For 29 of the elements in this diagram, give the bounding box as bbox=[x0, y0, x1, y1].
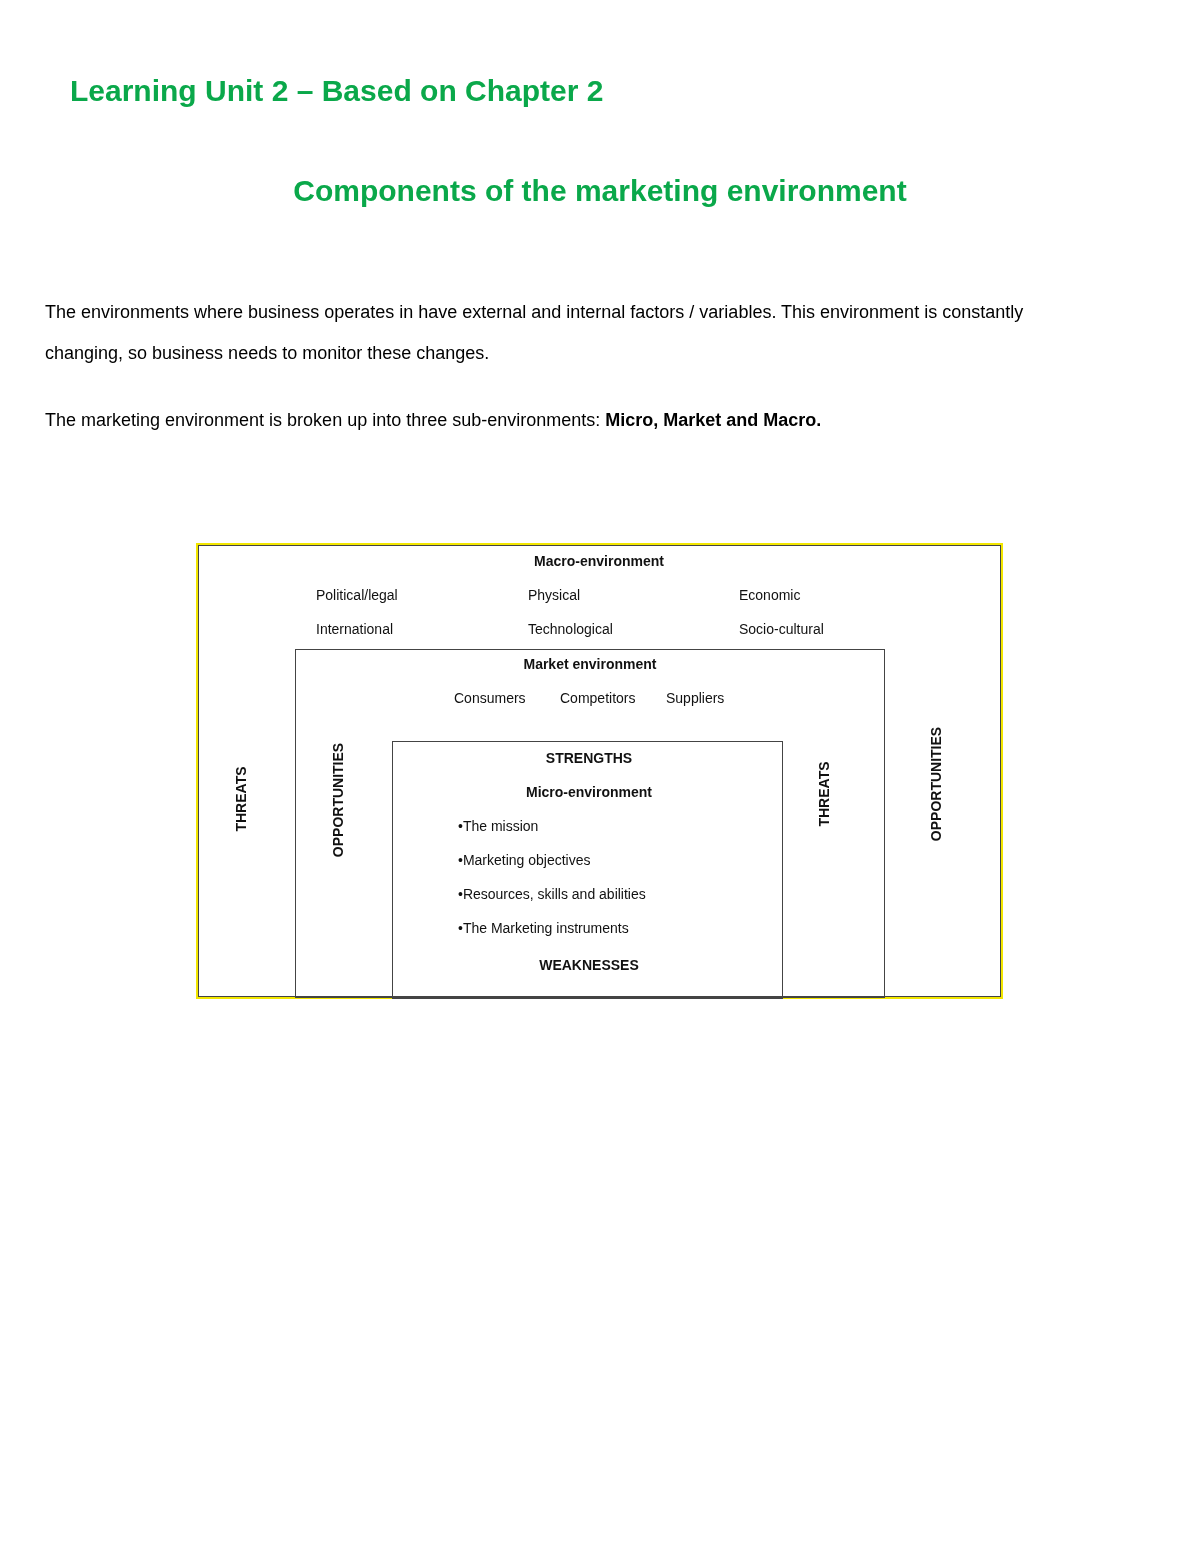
item-text: Socio-cultural bbox=[739, 621, 824, 637]
section-heading: Components of the marketing environment bbox=[292, 174, 908, 208]
side-label: OPPORTUNITIES bbox=[330, 742, 346, 858]
item-text: International bbox=[316, 621, 394, 637]
page-title: Learning Unit 2 – Based on Chapter 2 bbox=[70, 74, 604, 108]
environment-box bbox=[295, 649, 885, 998]
side-label: THREATS bbox=[816, 761, 832, 827]
item-text: Physical bbox=[528, 587, 581, 603]
box-heading: STRENGTHS bbox=[545, 750, 633, 766]
side-label: OPPORTUNITIES bbox=[928, 726, 944, 842]
box-heading: Macro-environment bbox=[534, 553, 664, 569]
item-text: Competitors bbox=[560, 690, 636, 706]
box-heading: WEAKNESSES bbox=[539, 957, 639, 973]
item-text: Consumers bbox=[454, 690, 526, 706]
item-text: Political/legal bbox=[316, 587, 398, 603]
item-text: Suppliers bbox=[666, 690, 725, 706]
environment-box bbox=[392, 741, 783, 999]
item-text: Technological bbox=[528, 621, 613, 637]
item-text: •Marketing objectives bbox=[458, 852, 591, 868]
box-heading: Micro-environment bbox=[526, 784, 652, 800]
box-heading: Market environment bbox=[523, 656, 657, 672]
item-text: •The mission bbox=[458, 818, 539, 834]
paragraph: The marketing environment is broken up into three sub-environments: Micro, Market and Macro. bbox=[45, 409, 823, 432]
paragraph: The environments where business operates in have external and internal factors / variables. This environment is constantly changing, so business needs to monitor these changes. bbox=[45, 301, 1025, 365]
environment-box bbox=[198, 545, 1001, 997]
item-text: •Resources, skills and abilities bbox=[458, 886, 646, 902]
item-text: Economic bbox=[739, 587, 801, 603]
item-text: •The Marketing instruments bbox=[458, 920, 629, 936]
side-label: THREATS bbox=[233, 766, 249, 832]
